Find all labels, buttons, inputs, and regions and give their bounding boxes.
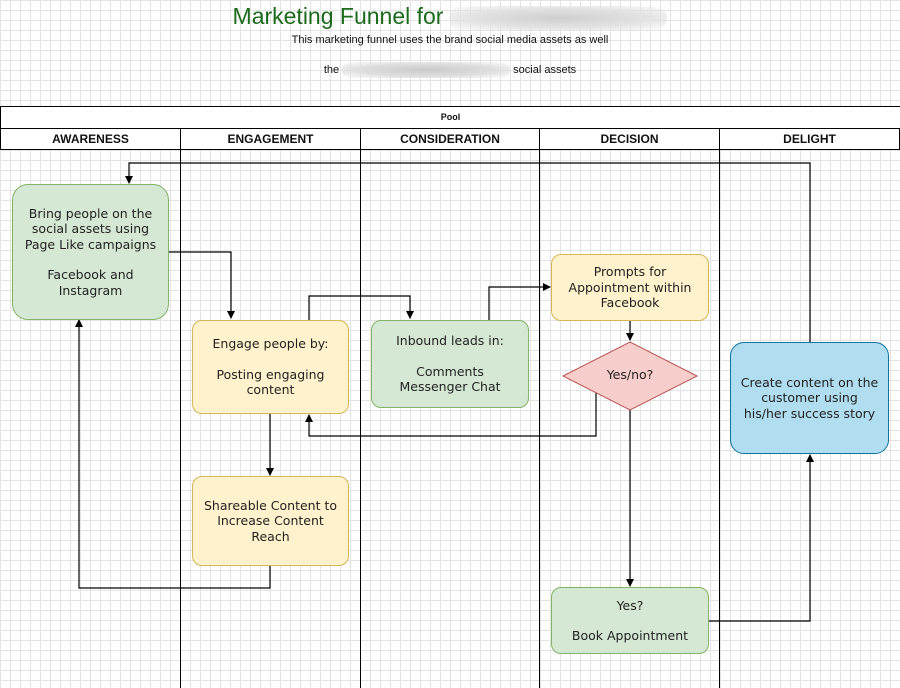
lane-header-decision: DECISION — [539, 128, 720, 150]
lane-divider — [539, 150, 540, 688]
edge-engage-to-inbound — [308, 295, 414, 320]
node-text: Facebook — [600, 295, 660, 311]
node-text: Facebook and — [47, 267, 134, 283]
node-prompts-appointment[interactable]: Prompts for Appointment within Facebook — [551, 254, 709, 321]
node-text: customer using — [761, 390, 858, 406]
decision-label: Yes/no? — [606, 367, 654, 382]
lane-header-engagement: ENGAGEMENT — [180, 128, 361, 150]
node-engage-people[interactable]: Engage people by: Posting engaging conte… — [192, 320, 349, 414]
edge-book-to-create — [708, 454, 814, 622]
node-create-content[interactable]: Create content on the customer using his… — [730, 342, 889, 454]
node-text: Appointment within — [568, 279, 692, 295]
node-text: content — [246, 382, 295, 398]
node-book-appointment[interactable]: Yes? Book Appointment — [551, 587, 709, 654]
node-shareable-content[interactable]: Shareable Content to Increase Content Re… — [192, 476, 349, 566]
subtitle-prefix: the — [323, 63, 340, 76]
lane-header-consideration: CONSIDERATION — [360, 128, 540, 150]
edge-bring-to-engage — [168, 251, 235, 319]
node-text: Bring people on the — [28, 205, 153, 221]
node-text: Comments — [416, 363, 484, 379]
node-inbound-leads[interactable]: Inbound leads in: Comments Messenger Cha… — [371, 320, 529, 408]
node-text: Shareable Content to — [203, 497, 338, 513]
node-text: his/her success story — [743, 405, 876, 421]
lane-divider — [360, 150, 361, 688]
lane-divider — [180, 150, 181, 688]
node-text: Yes? — [616, 597, 644, 613]
node-text: Engage people by: — [212, 336, 329, 352]
decision-diamond — [561, 341, 699, 411]
node-text: Instagram — [58, 282, 123, 298]
node-text: Increase Content — [217, 513, 324, 529]
edge-shareable-to-bring — [75, 319, 271, 589]
node-text: Messenger Chat — [399, 379, 501, 395]
redacted-asset-name — [342, 62, 511, 78]
diagram-title: Marketing Funnel for — [0, 3, 900, 30]
redacted-brand-name — [449, 5, 668, 30]
node-text: Posting engaging — [216, 366, 325, 382]
title-text: Marketing Funnel for — [232, 3, 444, 29]
node-text: Inbound leads in: — [396, 333, 504, 349]
node-text: Page Like campaigns — [24, 236, 157, 252]
node-text: Create content on the — [740, 374, 879, 390]
subtitle-line-1: This marketing funnel uses the brand soc… — [291, 34, 609, 46]
edge-decision-no-to-engage — [305, 392, 597, 437]
node-text: Book Appointment — [571, 628, 689, 643]
node-text: Prompts for — [593, 264, 667, 280]
lane-divider — [719, 150, 720, 688]
pool-header: Pool — [0, 106, 900, 129]
edge-inbound-to-prompts — [488, 283, 551, 320]
node-text: social assets using — [31, 221, 150, 237]
node-text: Reach — [251, 528, 290, 544]
lane-header-delight: DELIGHT — [719, 128, 900, 150]
subtitle-suffix: social assets — [513, 63, 577, 76]
node-bring-people[interactable]: Bring people on the social assets using … — [12, 184, 169, 320]
edge-delight-to-awareness — [125, 162, 811, 342]
subtitle-line-2: the social assets — [0, 62, 900, 78]
